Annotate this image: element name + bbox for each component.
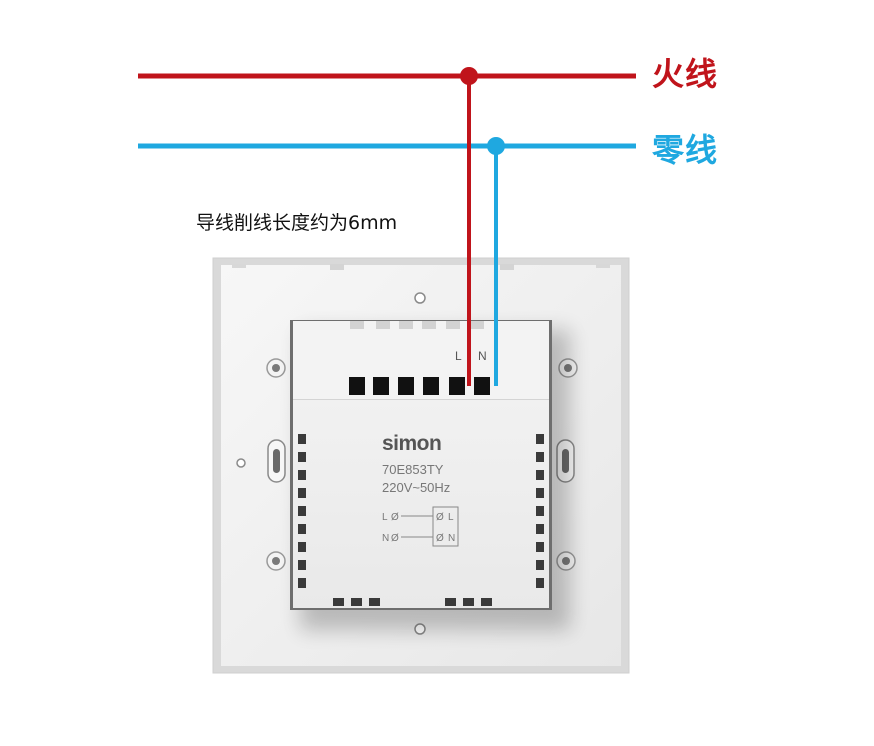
terminal-label-n: N	[478, 349, 487, 363]
schematic-right-n: N	[448, 533, 455, 544]
strip-length-note: 导线削线长度约为6mm	[196, 212, 398, 234]
switch-module: L N simon 70E853TY 220V~50Hz L Ø N Ø Ø L…	[290, 320, 552, 610]
schematic-right-n-symbol: Ø	[436, 533, 444, 544]
live-wire	[138, 67, 636, 386]
neutral-wire-label: 零线	[652, 131, 719, 169]
schematic-left-l: L	[382, 512, 388, 523]
top-vent-notches	[350, 321, 484, 329]
live-wire-label: 火线	[652, 55, 719, 93]
screw-bottom-left	[266, 551, 286, 571]
rating-text: 220V~50Hz	[382, 480, 450, 495]
screw-top-left	[266, 358, 286, 378]
hole-left	[236, 458, 246, 468]
schematic-right-l: L	[448, 512, 454, 523]
live-junction-dot	[460, 67, 478, 85]
terminal-schematic: L Ø N Ø Ø L Ø N	[382, 506, 459, 547]
bottom-vents	[333, 598, 492, 606]
model-number: 70E853TY	[382, 462, 444, 477]
terminal-block	[349, 377, 490, 395]
schematic-left-l-symbol: Ø	[391, 512, 399, 523]
brand-logo: simon	[382, 432, 441, 455]
terminal-label-l: L	[455, 349, 462, 363]
hole-top	[414, 292, 426, 304]
schematic-right-l-symbol: Ø	[436, 512, 444, 523]
schematic-left-n-symbol: Ø	[391, 533, 399, 544]
left-side-vents	[298, 434, 306, 588]
right-side-vents	[536, 434, 544, 588]
schematic-left-n: N	[382, 533, 389, 544]
